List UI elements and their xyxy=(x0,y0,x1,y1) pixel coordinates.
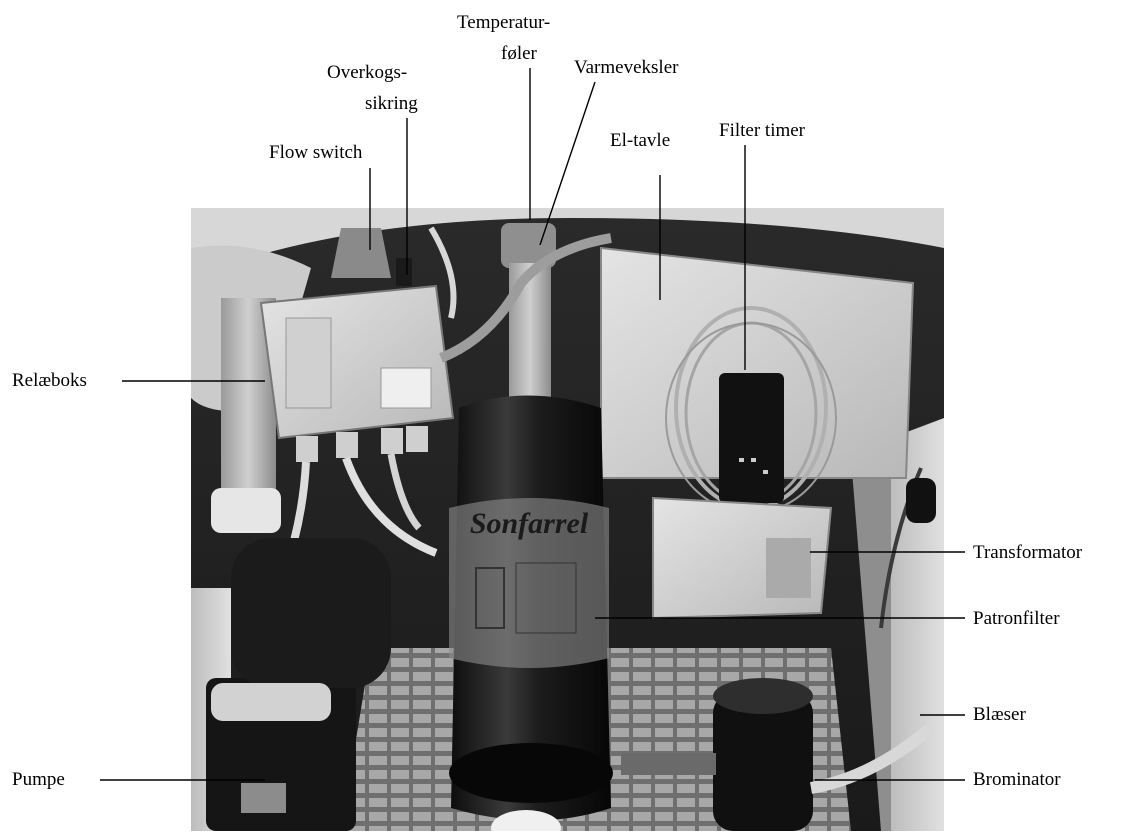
heater-cap xyxy=(501,223,556,268)
gland-2 xyxy=(336,432,358,458)
transformer-label xyxy=(766,538,811,598)
cable-3 xyxy=(387,453,422,531)
label-transformator: Transformator xyxy=(973,542,1083,563)
label-overkogssikring-line2: sikring xyxy=(365,93,418,114)
heater-pipe xyxy=(439,233,612,363)
pump-plate xyxy=(241,783,286,813)
label-varmeveksler: Varmeveksler xyxy=(574,57,679,78)
cartridge-base xyxy=(449,743,613,803)
cartridge-label-figure xyxy=(475,567,505,629)
flow-switch-body xyxy=(331,228,391,278)
tub-underside xyxy=(191,208,944,278)
cartridge-brand-text: Sonfarrel xyxy=(470,507,589,540)
relay-box-sticker xyxy=(380,367,432,409)
brominator-pipe xyxy=(621,753,716,775)
label-temperaturfoler-line2: føler xyxy=(501,43,537,64)
pipe-union xyxy=(211,488,281,533)
gland-4 xyxy=(406,426,428,452)
brominator-cap xyxy=(713,678,813,714)
label-brominator: Brominator xyxy=(973,769,1061,790)
bottom-fitting xyxy=(491,810,561,836)
label-patronfilter: Patronfilter xyxy=(973,608,1060,629)
label-temperaturfoler-line1: Temperatur- xyxy=(457,12,551,33)
timer-led-1 xyxy=(739,458,744,462)
leader-varmeveksler xyxy=(539,81,596,246)
brominator-body xyxy=(713,693,813,831)
timer-led-2 xyxy=(751,458,756,462)
label-el-tavle: El-tavle xyxy=(610,130,671,151)
pump-capacitor xyxy=(211,683,331,721)
gland-1 xyxy=(296,436,318,462)
relay-box-label xyxy=(285,317,332,409)
label-overkogssikring-line1: Overkogs- xyxy=(327,62,408,83)
equipment-photo: Sonfarrel xyxy=(191,208,944,836)
cable-top xyxy=(428,226,457,319)
label-filter-timer: Filter timer xyxy=(719,120,806,141)
blower-plug xyxy=(906,478,936,523)
right-wall-edge xyxy=(851,438,891,831)
label-relaeboks: Relæboks xyxy=(12,370,87,391)
timer-led-3 xyxy=(763,470,768,474)
pump-housing xyxy=(231,538,391,688)
label-pumpe: Pumpe xyxy=(12,769,65,790)
gland-3 xyxy=(381,428,403,454)
cable-2 xyxy=(342,456,438,557)
label-flow-switch: Flow switch xyxy=(269,142,363,163)
cartridge-label-band xyxy=(449,498,609,668)
cartridge-label-text-block xyxy=(515,562,577,634)
overheat-sensor xyxy=(396,258,412,286)
brominator-hose xyxy=(809,723,935,794)
label-blaeser: Blæser xyxy=(973,704,1026,725)
